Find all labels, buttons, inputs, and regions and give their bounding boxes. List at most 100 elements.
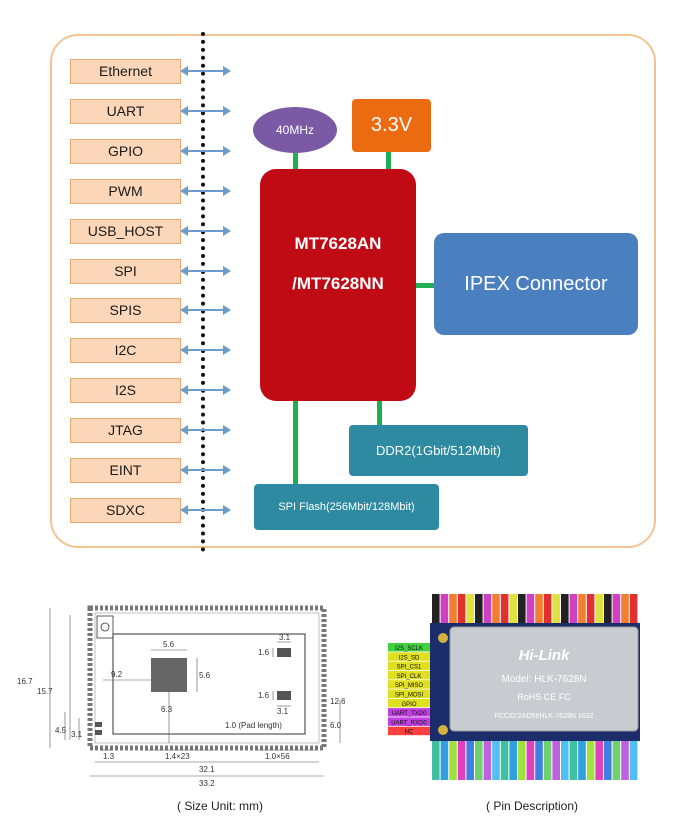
bottom-pin	[569, 740, 578, 780]
top-pin	[509, 594, 517, 624]
soc-chip: MT7628AN /MT7628NN	[260, 169, 416, 401]
top-pin	[432, 594, 440, 624]
power-box: 3.3V	[352, 99, 431, 152]
module-fcc: FCCID:2AD56HLK-7628N 1632	[495, 713, 594, 720]
dim-width-inner: 32.1	[199, 765, 215, 774]
dimension-drawing: 16.7 15.7 4.5 3.1 9.2 5.6 5.6 6.3 3.1 1.…	[17, 605, 345, 788]
bidirectional-arrow-icon	[180, 465, 231, 475]
pin-label-bg	[388, 708, 430, 717]
top-pin	[535, 594, 543, 624]
interface-jtag: JTAG	[70, 418, 181, 443]
interface-sdxc: SDXC	[70, 498, 181, 523]
dim-height-total: 16.7	[17, 677, 33, 686]
top-pin	[595, 594, 603, 624]
power-link	[386, 152, 391, 170]
interface-gpio: GPIO	[70, 139, 181, 164]
pin-label-bg	[388, 680, 430, 689]
dim-pad-w: 5.6	[163, 640, 175, 649]
top-pin	[569, 594, 578, 624]
interface-eint: EINT	[70, 458, 181, 483]
dim-pad-offset: 9.2	[111, 670, 123, 679]
pin-label-bg	[388, 652, 430, 661]
pin-label-bg	[388, 698, 430, 708]
top-pin	[612, 594, 621, 624]
separator-line	[201, 32, 205, 552]
bottom-pin	[621, 740, 629, 780]
top-pin	[440, 594, 449, 624]
top-pin	[500, 594, 509, 624]
interface-ethernet: Ethernet	[70, 59, 181, 84]
bottom-pin	[466, 740, 474, 780]
top-pin	[466, 594, 474, 624]
bottom-pin	[612, 740, 621, 780]
top-pin	[552, 594, 560, 624]
top-pin	[449, 594, 457, 624]
dim-right-h-a: 12.6	[330, 697, 345, 706]
oscillator: 40MHz	[253, 107, 337, 153]
top-pin	[629, 594, 638, 624]
center-pad	[151, 658, 187, 692]
interface-usb-host: USB_HOST	[70, 219, 181, 244]
bottom-pin	[440, 740, 449, 780]
bottom-pin	[526, 740, 535, 780]
pin-label: SPI_MISO	[395, 683, 424, 689]
interface-i2s: I2S	[70, 378, 181, 403]
dim-left-a: 4.5	[55, 726, 67, 735]
bidirectional-arrow-icon	[180, 106, 231, 116]
pin-label: NC	[405, 730, 414, 736]
interface-pwm: PWM	[70, 179, 181, 204]
pin-label: UART_RXD0	[391, 720, 427, 726]
dim-right-h-b: 6.0	[330, 721, 342, 730]
ddr-link	[377, 400, 382, 426]
dim-width-total: 33.2	[199, 779, 215, 788]
pin-label-bg	[388, 643, 430, 652]
bidirectional-arrow-icon	[180, 266, 231, 276]
top-pin	[526, 594, 535, 624]
bottom-pin	[629, 740, 638, 780]
top-pin	[586, 594, 595, 624]
bottom-pin	[483, 740, 492, 780]
bottom-pin	[586, 740, 595, 780]
bottom-pin	[578, 740, 586, 780]
bottom-pin	[449, 740, 457, 780]
top-pin	[578, 594, 586, 624]
dim-pitch-b: 1.0×56	[265, 752, 290, 761]
dim-height-inner: 15.7	[37, 687, 53, 696]
bottom-pin	[535, 740, 543, 780]
bidirectional-arrow-icon	[180, 66, 231, 76]
dim-left-b: 3.1	[71, 730, 83, 739]
pin-description-figure: Hi-Link Model: HLK-7628N RoHS CE FC FCCI…	[388, 594, 640, 780]
bidirectional-arrow-icon	[180, 186, 231, 196]
dim-pad-h: 5.6	[199, 671, 211, 680]
dim-pad-y: 6.3	[161, 705, 173, 714]
bottom-pin	[543, 740, 552, 780]
top-pin	[561, 594, 569, 624]
top-pin	[604, 594, 612, 624]
bottom-pin	[457, 740, 466, 780]
interface-spi: SPI	[70, 259, 181, 284]
bottom-pin	[475, 740, 483, 780]
bottom-pin	[518, 740, 526, 780]
pin-label-bg	[388, 717, 430, 726]
bidirectional-arrow-icon	[180, 505, 231, 515]
top-pin	[621, 594, 629, 624]
top-pin	[475, 594, 483, 624]
module-brand: Hi-Link	[519, 647, 570, 664]
bottom-pin	[432, 740, 440, 780]
pin-label-bg	[388, 670, 430, 680]
dim-right-h2: 1.6	[258, 691, 270, 700]
bidirectional-arrow-icon	[180, 425, 231, 435]
dim-right-h1: 1.6	[258, 648, 270, 657]
top-pin	[543, 594, 552, 624]
dim-bottom-left: 1.3	[103, 752, 115, 761]
chip-line1: MT7628AN	[294, 234, 382, 253]
ipex-link	[410, 283, 434, 288]
pin-label: SPI_CLK	[397, 674, 422, 680]
size-caption: ( Size Unit: mm)	[176, 799, 263, 813]
bidirectional-arrow-icon	[180, 226, 231, 236]
pin-caption: ( Pin Description)	[485, 799, 579, 813]
bidirectional-arrow-icon	[180, 305, 231, 315]
bottom-pin	[552, 740, 560, 780]
top-pin	[483, 594, 492, 624]
interface-spis: SPIS	[70, 298, 181, 323]
